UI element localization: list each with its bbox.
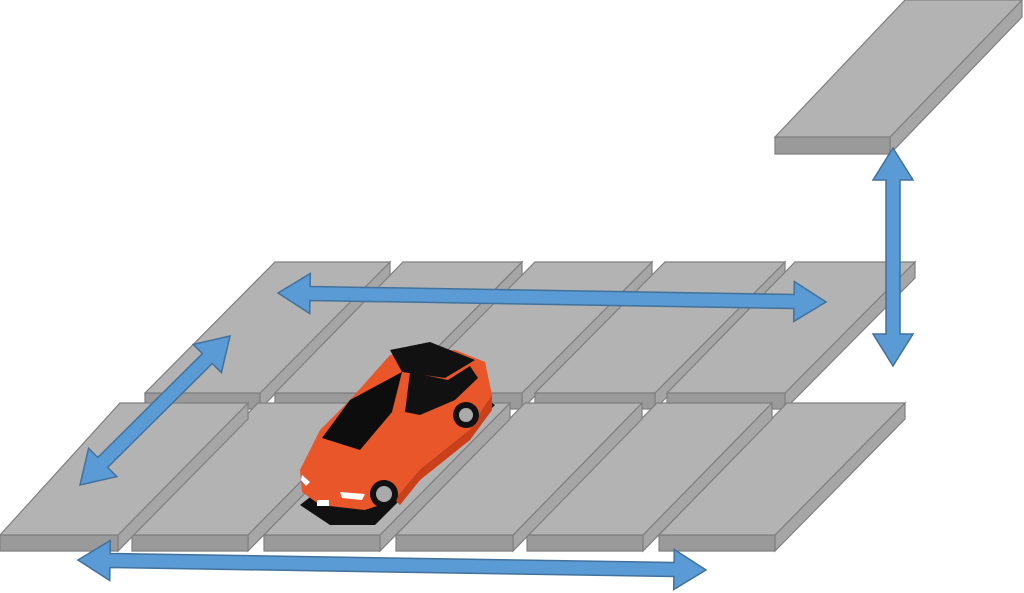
car-rear-hub	[459, 408, 473, 422]
car-roof	[390, 342, 475, 378]
car-headlight	[340, 492, 365, 500]
horizontal-back-arrow-icon	[276, 272, 828, 323]
movement-arrows	[76, 146, 915, 591]
lift-slab	[773, 0, 1023, 138]
elevated-lift-slab	[773, 0, 1023, 156]
vertical-arrow-icon	[871, 146, 915, 368]
slab-front-2-front	[131, 534, 249, 552]
car-headlight	[301, 475, 310, 486]
slab-back-5	[665, 261, 917, 394]
slab-front-5-front	[526, 534, 644, 552]
car-icon	[300, 342, 495, 525]
car-side-window	[405, 366, 478, 415]
diagonal-arrow-icon	[78, 335, 232, 486]
slab-front-4-front	[395, 534, 514, 552]
car-side-panel	[395, 395, 492, 505]
car-front-hub	[376, 486, 392, 502]
car-windshield	[322, 372, 402, 450]
slab-front-1	[0, 402, 250, 536]
car-license-plate	[317, 500, 329, 506]
lift-slab-front	[774, 136, 891, 155]
slab-front-3-front	[263, 534, 381, 552]
horizontal-front-arrow-icon	[76, 539, 708, 591]
slab-front-6-front	[658, 534, 776, 552]
